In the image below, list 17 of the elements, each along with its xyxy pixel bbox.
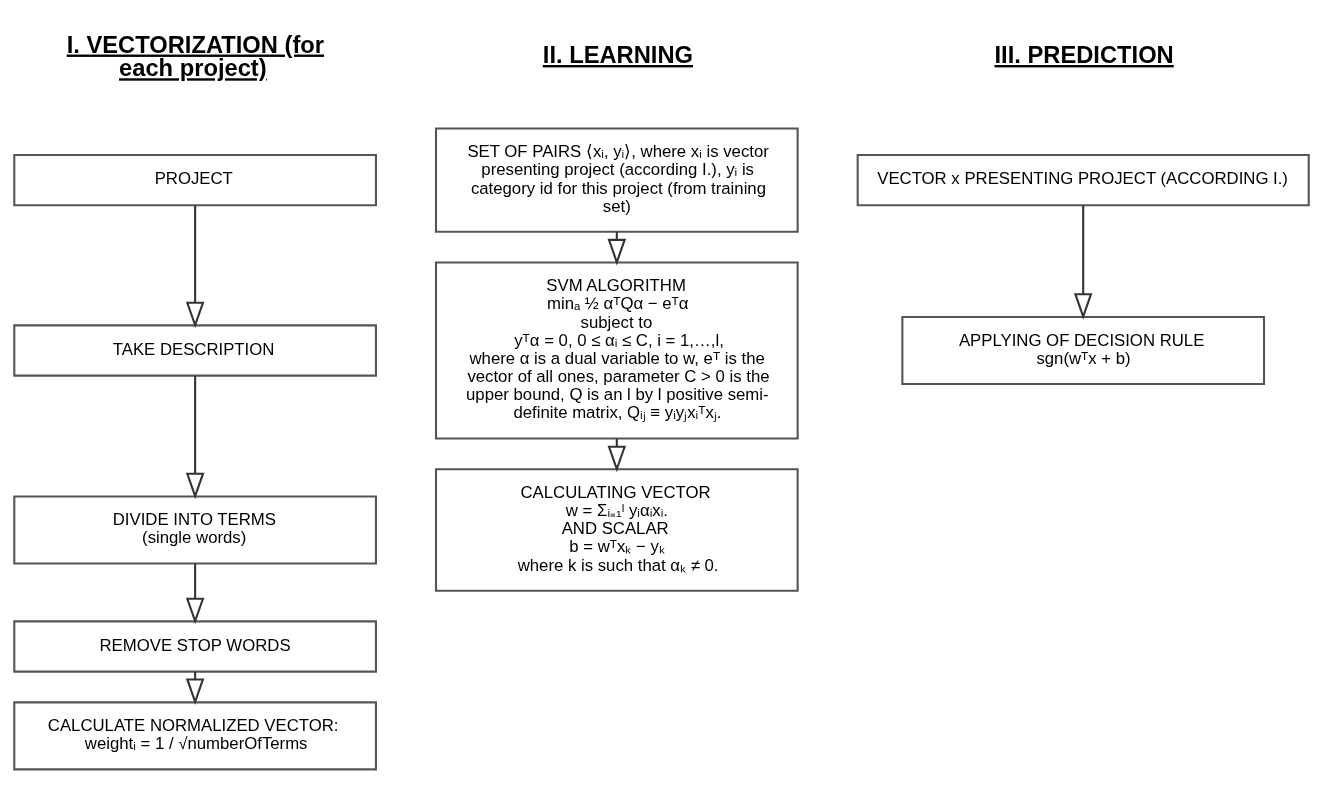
label: II. LEARNING xyxy=(542,42,694,69)
node-box: PROJECT xyxy=(13,154,377,207)
node-box: CALCULATING VECTOR w = Σᵢ₌₁ˡ yᵢαᵢxᵢ. AND SCALAR b = wᵀxₖ − yₖ where k is such that αₖ ≠ 0. xyxy=(434,468,799,592)
node-box: VECTOR x PRESENTING PROJECT (ACCORDING I.) xyxy=(856,154,1310,207)
node-box: SET OF PAIRS ⟨xᵢ, yᵢ⟩, where xᵢ is vector presenting project (according I.), yᵢ is category id for this project (from training set) xyxy=(434,127,799,233)
label: I. VECTORIZATION (for each project) xyxy=(66,31,325,82)
label: III. PREDICTION xyxy=(994,42,1174,69)
node-box: SVM ALGORITHM minₐ ½ αᵀQα − eᵀα subject to yᵀα = 0, 0 ≤ αᵢ ≤ C, i = 1,…,l, where α is a dual variable to w, eᵀ is the vector of all ones, parameter C > 0 is the upper bound, Q is an l by l positive semi-definite matrix, Qᵢⱼ ≡ yᵢyⱼxᵢᵀxⱼ. xyxy=(434,261,799,440)
node-box: APPLYING OF DECISION RULE sgn(wᵀx + b) xyxy=(901,315,1266,386)
arrow xyxy=(185,375,205,500)
node-box: TAKE DESCRIPTION xyxy=(13,324,377,377)
arrow xyxy=(185,563,205,625)
node-box: DIVIDE INTO TERMS (single words) xyxy=(13,495,377,565)
node-box: REMOVE STOP WORDS xyxy=(13,620,377,673)
node-box: CALCULATE NORMALIZED VECTOR: weightᵢ = 1 / √numberOfTerms xyxy=(13,701,377,771)
arrow xyxy=(1073,205,1093,320)
arrow xyxy=(185,205,205,329)
